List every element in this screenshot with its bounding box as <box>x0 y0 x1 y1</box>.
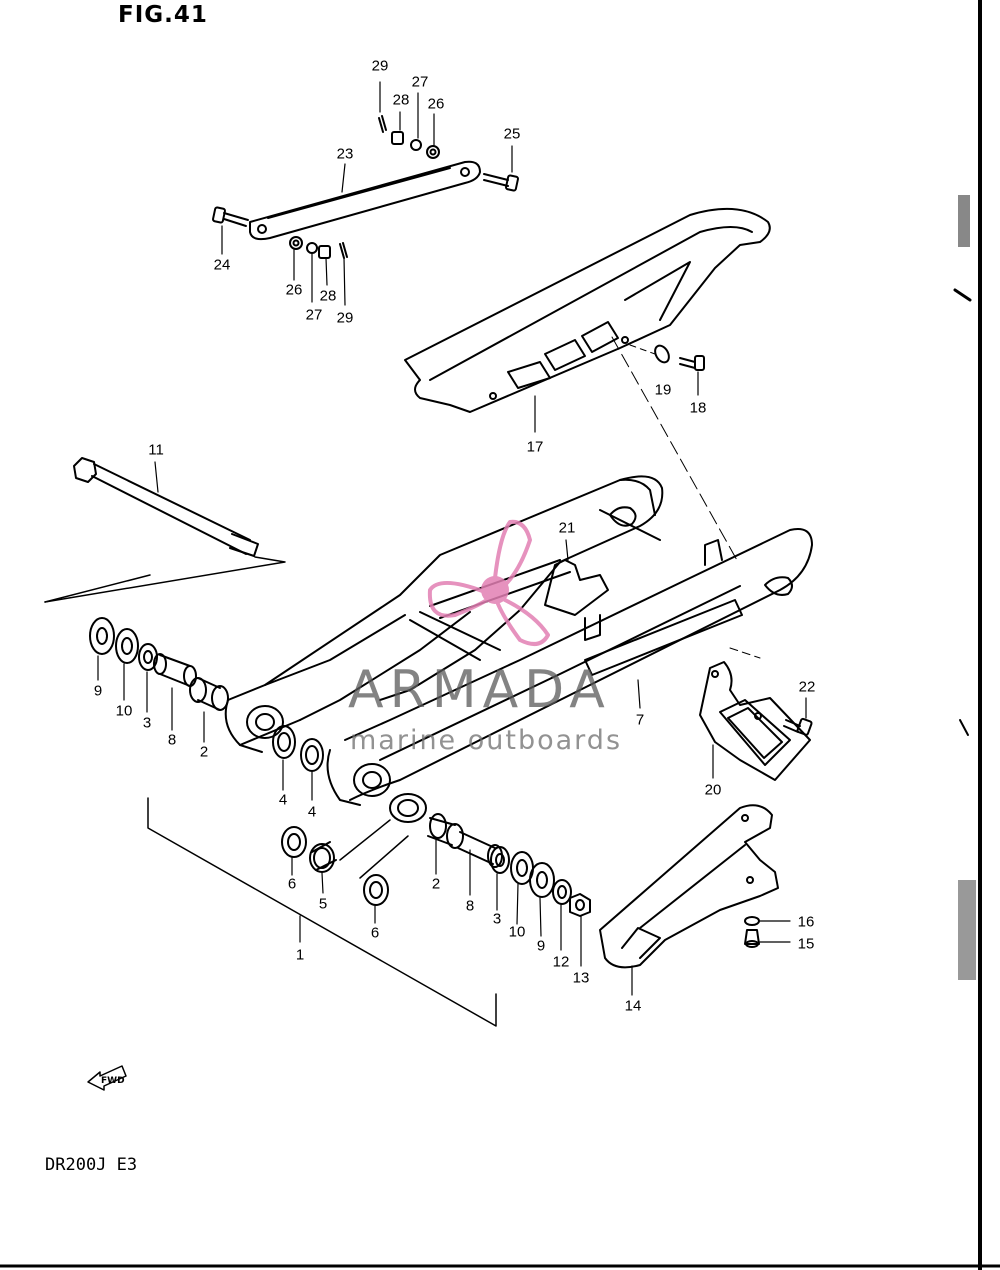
hardware-26-29-bottom <box>289 236 348 306</box>
torque-rod-23 <box>249 160 481 241</box>
callout-10: 10 <box>115 702 133 720</box>
callout-12: 12 <box>552 953 570 971</box>
chain-case-17 <box>404 207 771 433</box>
callout-5: 5 <box>318 895 328 913</box>
callout-13: 13 <box>572 969 590 987</box>
watermark-tagline: marine outboards <box>350 725 623 756</box>
callout-28: 28 <box>319 287 337 305</box>
callout-6: 6 <box>287 875 297 893</box>
watermark-brand: ARMADA <box>348 660 611 720</box>
callout-26: 26 <box>285 281 303 299</box>
callout-9: 9 <box>93 682 103 700</box>
swingarm-7 <box>224 475 813 806</box>
callout-24: 24 <box>213 256 231 274</box>
left-pivot-hardware <box>89 617 229 743</box>
callout-6: 6 <box>370 924 380 942</box>
callout-3: 3 <box>142 714 152 732</box>
callout-11: 11 <box>148 441 164 459</box>
assembly-bracket-1 <box>147 797 497 1027</box>
callout-15: 15 <box>797 935 815 953</box>
callout-4: 4 <box>278 791 288 809</box>
figure-title: FIG.41 <box>118 2 208 28</box>
callout-25: 25 <box>503 125 521 143</box>
bolt-22 <box>783 697 813 736</box>
callout-27: 27 <box>305 306 323 324</box>
bolt-25 <box>483 173 519 192</box>
pivot-bolt-11 <box>73 457 259 557</box>
callout-19: 19 <box>654 381 672 399</box>
callout-29: 29 <box>336 309 354 327</box>
callout-16: 16 <box>797 913 815 931</box>
callout-8: 8 <box>465 897 475 915</box>
washer-16 <box>744 916 791 926</box>
callout-22: 22 <box>798 678 816 696</box>
callout-29: 29 <box>371 57 389 75</box>
callout-10: 10 <box>508 923 526 941</box>
chain-slider-14 <box>599 804 779 996</box>
seals-4 <box>272 725 324 801</box>
callout-2: 2 <box>199 743 209 761</box>
bolt-15 <box>744 929 791 948</box>
callout-23: 23 <box>336 145 354 163</box>
callout-27: 27 <box>411 73 429 91</box>
callout-17: 17 <box>526 438 544 456</box>
hardware-26-29-top <box>221 81 513 255</box>
callout-7: 7 <box>635 711 645 729</box>
washer-19 <box>654 344 670 364</box>
callout-9: 9 <box>536 937 546 955</box>
callout-26: 26 <box>427 95 445 113</box>
callout-2: 2 <box>431 875 441 893</box>
callout-8: 8 <box>167 731 177 749</box>
propeller-logo-icon <box>427 519 550 646</box>
assembly-line-bolt <box>44 556 286 603</box>
callout-21: 21 <box>558 519 576 537</box>
callout-1: 1 <box>295 946 305 964</box>
callout-3: 3 <box>492 910 502 928</box>
callout-4: 4 <box>307 803 317 821</box>
callout-14: 14 <box>624 997 642 1015</box>
fwd-arrow-icon: FWD <box>87 1065 127 1091</box>
chain-guard-20 <box>699 661 811 781</box>
callout-18: 18 <box>689 399 707 417</box>
model-label: DR200J E3 <box>45 1155 138 1175</box>
lower-pivot-hardware <box>281 793 591 967</box>
callout-28: 28 <box>392 91 410 109</box>
bolt-24 <box>212 206 249 227</box>
fwd-label: FWD <box>101 1076 125 1086</box>
callout-20: 20 <box>704 781 722 799</box>
bolt-18 <box>679 355 705 396</box>
